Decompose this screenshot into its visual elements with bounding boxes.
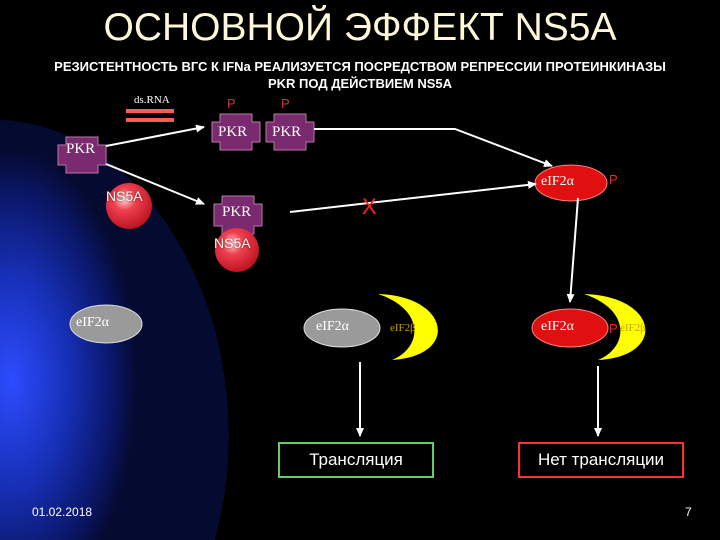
eif2a-top-label: eIF2α — [541, 174, 574, 189]
arrow-complex-to-eif2a — [289, 180, 537, 213]
pkr-dimer-2-label: PKR — [272, 124, 302, 140]
phospho-label-2: P — [281, 96, 290, 111]
phospho-label-1: P — [227, 96, 236, 111]
no-translation-box: Нет трансляции — [518, 442, 684, 478]
pkr-left-label: PKR — [66, 141, 96, 157]
subtitle-line-2: PKR ПОД ДЕЙСТВИЕМ NS5A — [267, 76, 453, 91]
ns5a-bound-label: NS5A — [214, 235, 251, 251]
eif2a-left-label: eIF2α — [76, 315, 109, 330]
phospho-label-eif2a: P — [609, 172, 618, 187]
subtitle-line-1: РЕЗИСТЕНТНОСТЬ ВГС К IFNa РЕАЛИЗУЕТСЯ ПО… — [54, 59, 666, 74]
translation-box: Трансляция — [278, 442, 434, 478]
arrow-pkr-to-ns5a-complex — [105, 163, 205, 205]
eif2a-bottom-label: eIF2α — [541, 319, 574, 334]
ns5a-left-label: NS5A — [106, 188, 143, 204]
eif2b-crescent-mid — [378, 294, 438, 360]
slide-title: ОСНОВНОЙ ЭФФЕКТ NS5A — [103, 6, 617, 49]
footer-date: 01.02.2018 — [32, 505, 93, 519]
eif2b-crescent-right — [584, 294, 646, 360]
ns5a-left-ball — [106, 183, 152, 229]
eif2a-grey-mid — [303, 308, 381, 348]
pkr-bound-shape — [213, 195, 263, 235]
pkr-dimer-1-label: PKR — [218, 124, 248, 140]
eif2b-right-label: eIF2β — [620, 322, 646, 334]
arrows — [105, 124, 602, 437]
ns5a-bound-ball — [215, 228, 259, 272]
inhibition-x-mark: X — [362, 194, 377, 219]
dsrna-strands — [126, 109, 174, 122]
eif2a-mid-label: eIF2α — [316, 319, 349, 334]
arrow-dimer-to-eif2a — [314, 128, 553, 167]
pkr-bound-label: PKR — [222, 204, 252, 220]
arrow-pkr-to-dimer — [105, 124, 205, 147]
phospho-label-eif2a-bottom: P — [609, 321, 618, 336]
eif2a-red-bottom — [531, 308, 609, 348]
arrow-eif2a-down — [566, 197, 579, 303]
pkr-dimer-1-shape — [211, 113, 261, 151]
page-number: 7 — [685, 505, 692, 519]
dsrna-label: ds.RNA — [134, 94, 170, 106]
pkr-left-shape — [57, 136, 107, 174]
eif2a-grey-left — [69, 304, 143, 344]
eif2b-mid-label: eIF2β — [390, 322, 416, 334]
pkr-dimer-2-shape — [265, 113, 315, 151]
